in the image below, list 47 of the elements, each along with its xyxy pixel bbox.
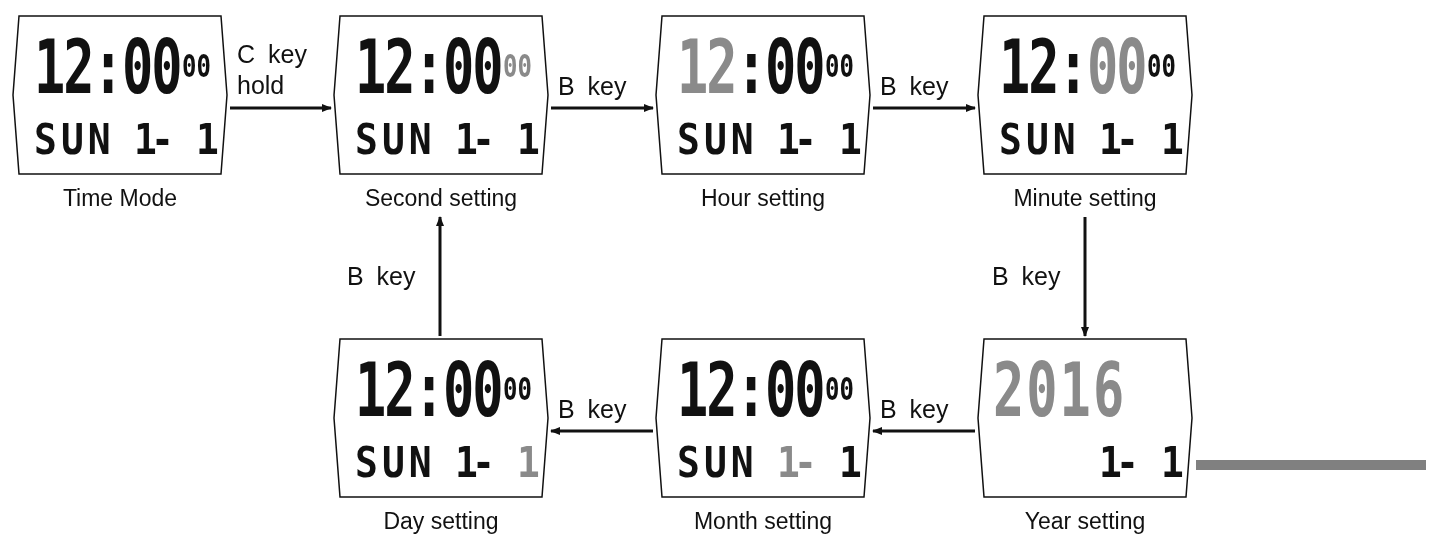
display-digits: 1- [777, 442, 811, 484]
display-digits: SUN [355, 119, 436, 161]
arrow [550, 427, 653, 435]
mode-caption: Minute setting [1012, 185, 1158, 212]
display-digits: 1 [1161, 442, 1184, 484]
mode-caption: Second setting [363, 185, 519, 212]
arrow [436, 216, 444, 336]
display-digits: 00 [503, 51, 532, 83]
display-digits: SUN [677, 442, 758, 484]
arrow [230, 104, 332, 112]
display-digits: 1 [1161, 119, 1184, 161]
display-digits: SUN [34, 119, 115, 161]
display-digits: 1 [196, 119, 219, 161]
display-digits: 1- [777, 119, 811, 161]
display-digits: 00 [503, 374, 532, 406]
display-digits: SUN [677, 119, 758, 161]
display-digits: 1- [455, 119, 489, 161]
display-digits: 1 [517, 442, 540, 484]
display-digits: 1 [839, 119, 862, 161]
display-digits: 2016 [993, 352, 1127, 428]
mode-caption: Month setting [692, 508, 834, 535]
display-digits: 12:00 [999, 29, 1146, 105]
display-digits: 00 [825, 51, 854, 83]
display-digits: 1 [839, 442, 862, 484]
display-digits: 00 [825, 374, 854, 406]
display-digits: 12:00 [355, 352, 502, 428]
display-digits: SUN [355, 442, 436, 484]
display-digits: 00 [1147, 51, 1176, 83]
display-digits: 12:00 [34, 29, 181, 105]
display-digits: SUN [999, 119, 1080, 161]
arrow [873, 104, 976, 112]
display-digits: 12:00 [677, 29, 824, 105]
display-digits: 12:00 [355, 29, 502, 105]
display-digits: 12:00 [677, 352, 824, 428]
display-digits: 1- [455, 442, 489, 484]
display-digits: 1- [1099, 442, 1133, 484]
display-digits: 00 [182, 51, 211, 83]
mode-caption: Time Mode [61, 185, 179, 212]
mode-caption: Day setting [382, 508, 500, 535]
display-digits: 1- [134, 119, 168, 161]
arrow [872, 427, 975, 435]
mode-caption: Year setting [1023, 508, 1147, 535]
arrow [1081, 217, 1089, 337]
mode-caption: Hour setting [700, 185, 826, 212]
arrow [551, 104, 654, 112]
display-digits: 1 [517, 119, 540, 161]
display-digits: 1- [1099, 119, 1133, 161]
